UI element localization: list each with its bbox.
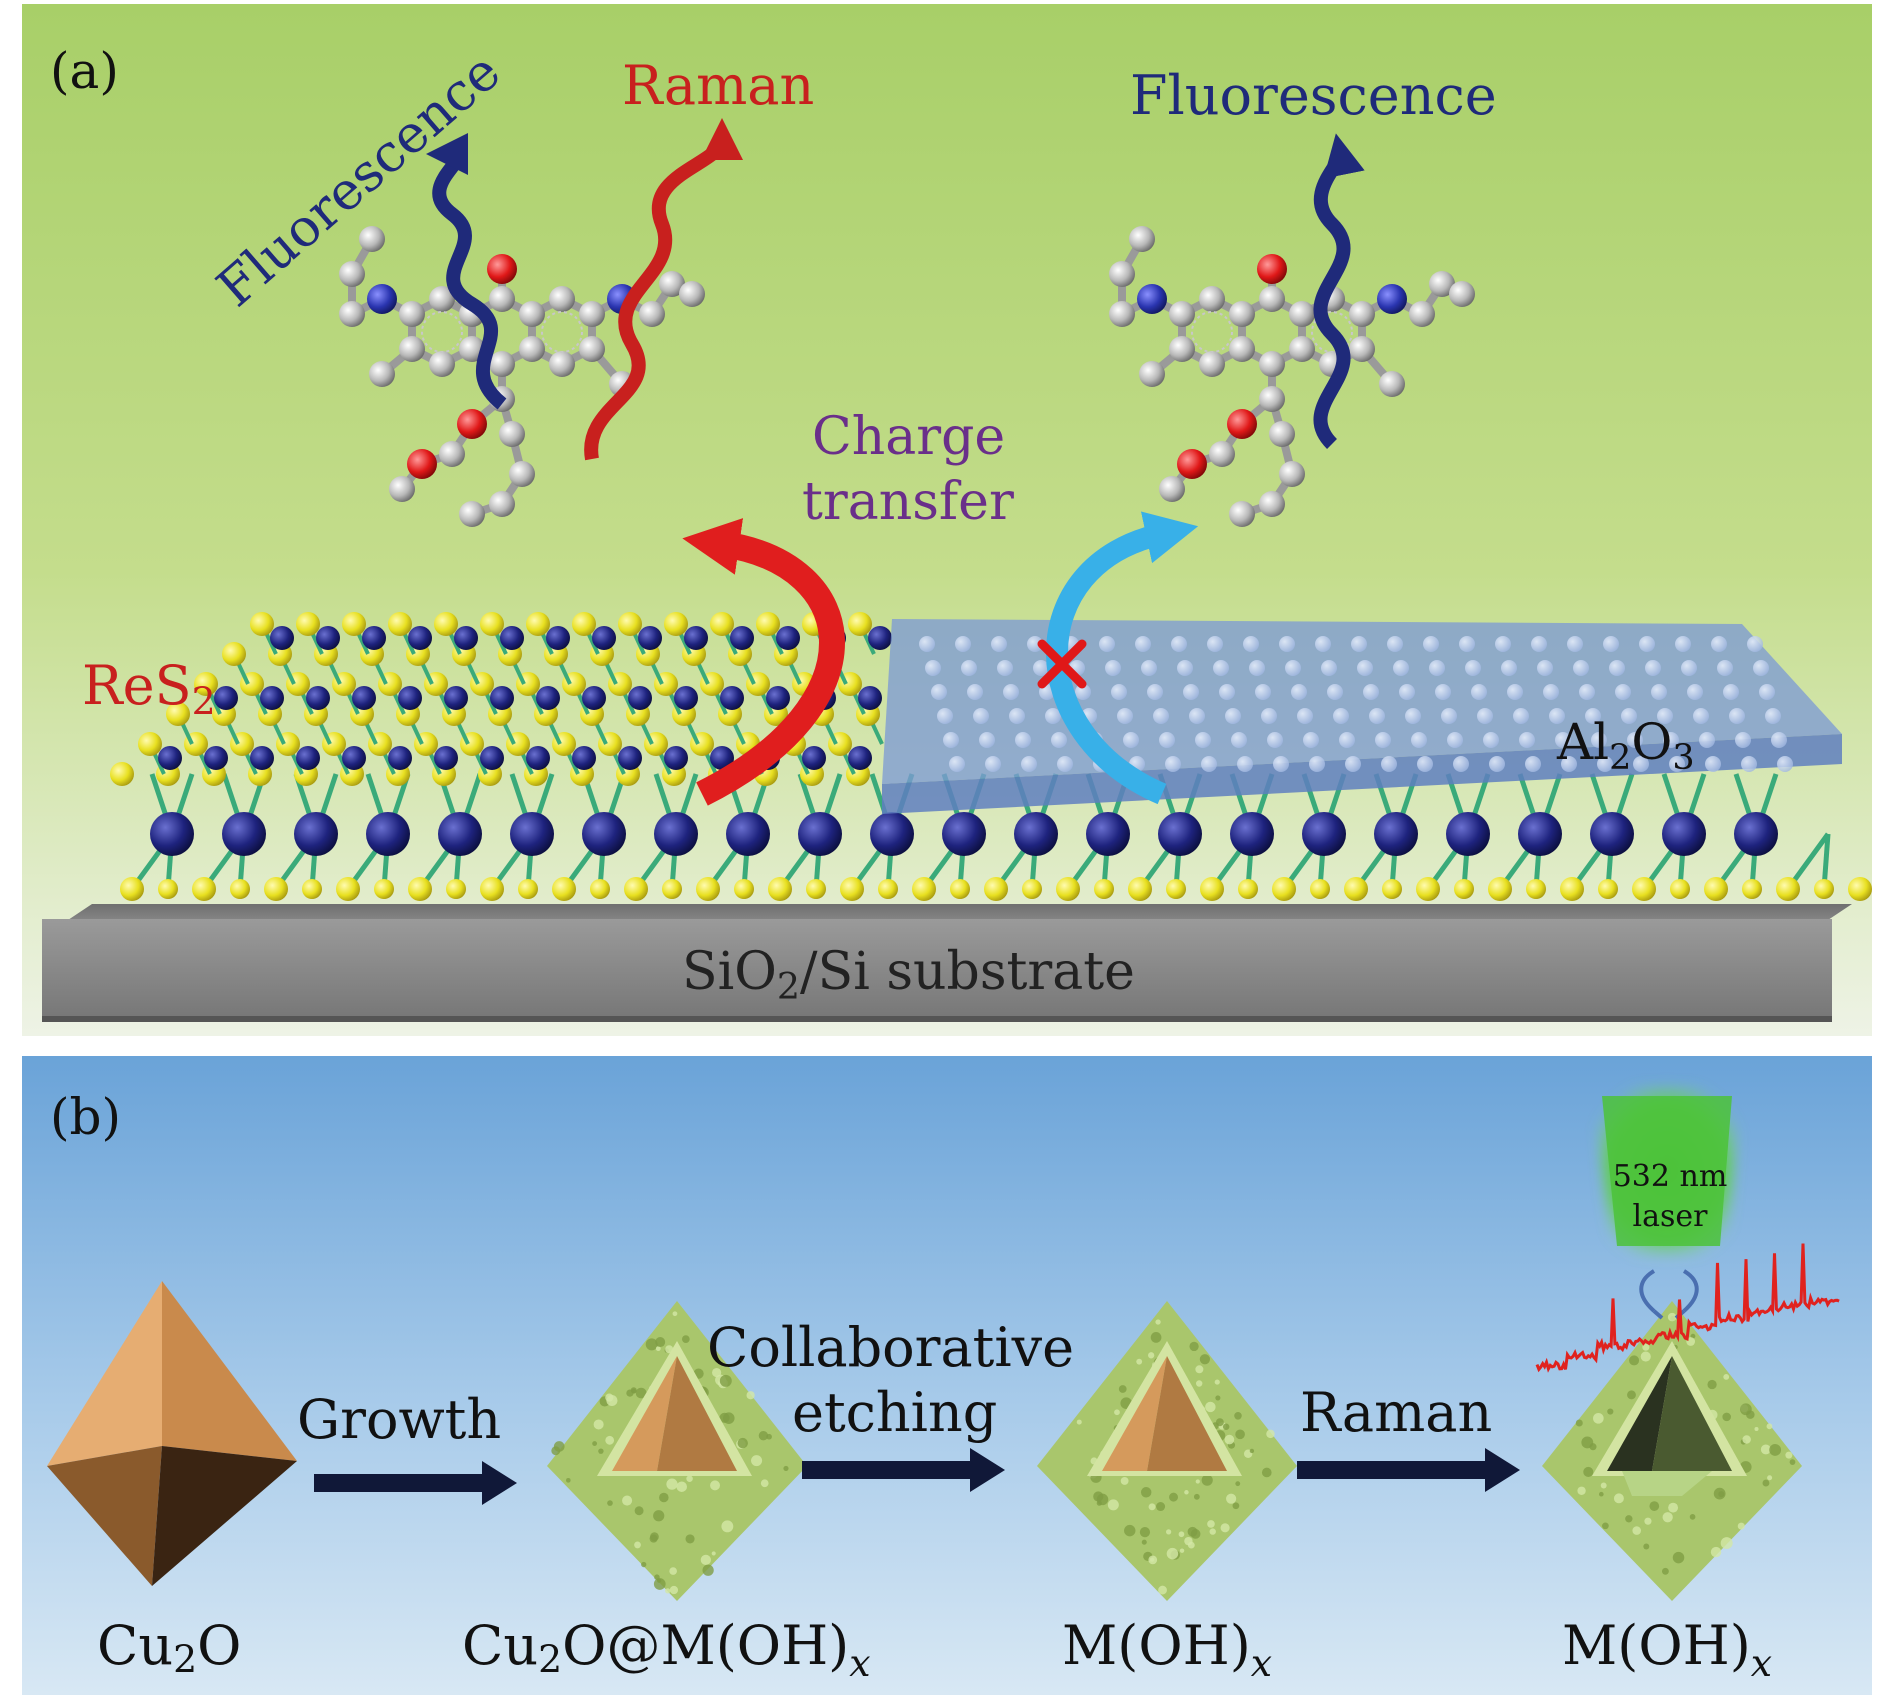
panel-b-illustration: (b) 532 nm laser Growth Collaborative et… <box>22 1056 1872 1695</box>
stage-mohx-final-label: M(OH)x <box>1562 1614 1772 1685</box>
fluorescence-label-right: Fluorescence <box>1130 64 1497 127</box>
panel-b: (b) 532 nm laser Growth Collaborative et… <box>22 1056 1872 1695</box>
raman-label: Raman <box>622 54 814 117</box>
charge-transfer-label-line1: Charge <box>812 407 1005 467</box>
laser-label-line2: laser <box>1633 1199 1709 1234</box>
stage-mohx-label: M(OH)x <box>1062 1614 1272 1685</box>
stage-cu2o-label: Cu2O <box>97 1614 241 1681</box>
laser-label-line1: 532 nm <box>1613 1159 1728 1194</box>
panel-a-illustration: (a) Fluorescence Raman Fluorescence Char… <box>22 4 1872 1036</box>
step-raman-label: Raman <box>1300 1381 1492 1444</box>
panel-a: (a) Fluorescence Raman Fluorescence Char… <box>22 4 1872 1036</box>
step-etching-label-line2: etching <box>792 1381 997 1444</box>
charge-transfer-label-line2: transfer <box>802 472 1014 532</box>
panel-b-label: (b) <box>50 1088 121 1146</box>
step-etching-label-line1: Collaborative <box>707 1316 1074 1379</box>
stage-cu2o-mohx-label: Cu2O@M(OH)x <box>462 1614 871 1685</box>
panel-a-label: (a) <box>50 42 119 100</box>
step-growth-label: Growth <box>297 1388 501 1451</box>
substrate-label: SiO2/Si substrate <box>682 942 1135 1008</box>
